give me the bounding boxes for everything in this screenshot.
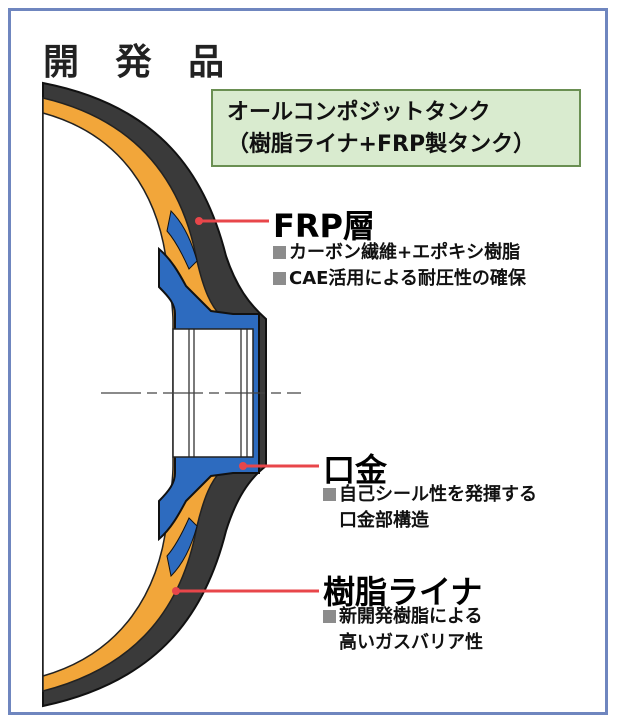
liner-item-2: 高いガスバリア性 <box>339 632 483 653</box>
inner-cavity <box>42 112 174 677</box>
figure-title: 開 発 品 <box>43 42 237 83</box>
mouthpiece-rib-top <box>166 209 198 270</box>
bullet-square-icon <box>323 488 336 501</box>
kuchigane-title: 口金 <box>323 451 388 489</box>
tank-type-label: オールコンポジットタンク （樹脂ライナ+FRP製タンク） <box>211 89 581 167</box>
kuchigane-item-1: 自己シール性を発揮する <box>323 483 537 507</box>
frp-item-1: カーボン繊維+エポキシ樹脂 <box>273 241 520 265</box>
liner-title: 樹脂ライナ <box>323 573 483 611</box>
kuchigane-item-2: 口金部構造 <box>339 510 429 531</box>
bullet-square-icon <box>273 246 286 259</box>
tank-cross-section <box>42 81 319 708</box>
frp-title: FRP層 <box>273 207 375 245</box>
frp-item-2: CAE活用による耐圧性の確保 <box>273 267 526 291</box>
mouthpiece-rib-bottom <box>166 517 198 578</box>
bullet-square-icon <box>323 610 336 623</box>
tank-type-line1: オールコンポジットタンク <box>227 100 491 125</box>
bullet-square-icon <box>273 272 286 285</box>
figure-frame: 開 発 品 オールコンポジットタンク （樹脂ライナ+FRP製タンク） FRP層 <box>8 8 608 715</box>
tank-type-line2: （樹脂ライナ+FRP製タンク） <box>227 132 536 157</box>
liner-item-1: 新開発樹脂による <box>323 605 482 629</box>
